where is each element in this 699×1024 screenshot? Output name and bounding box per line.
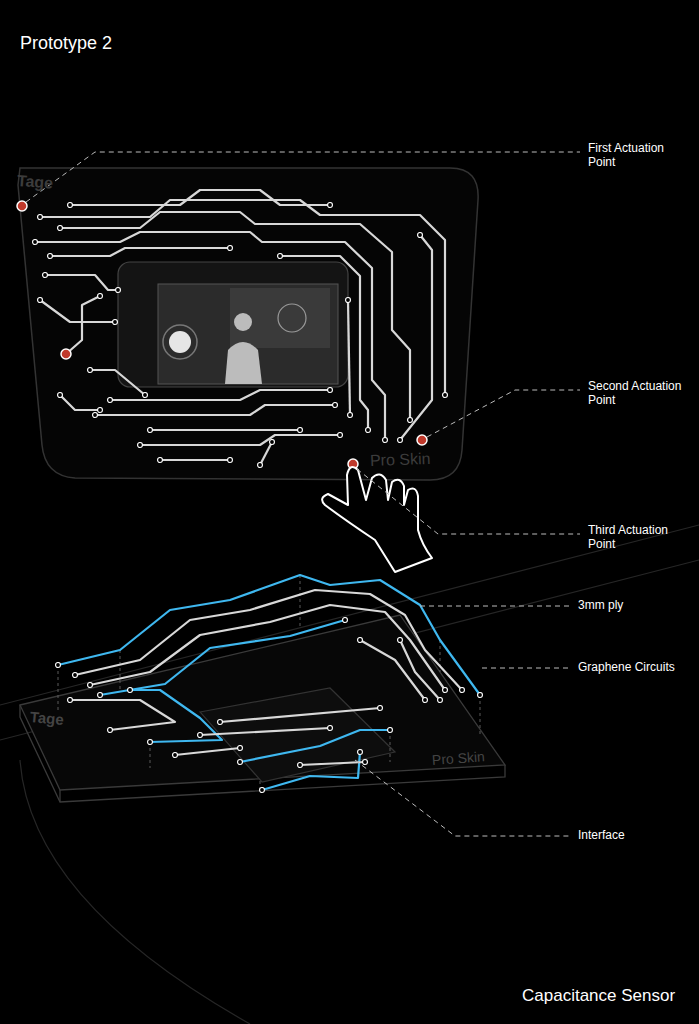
surface (20, 760, 250, 1024)
screen (163, 325, 197, 359)
leader-line (26, 152, 580, 836)
actuation-point (17, 201, 27, 211)
screen (230, 288, 330, 348)
graphene-trace (58, 575, 480, 695)
drop-line (260, 778, 261, 790)
graphene-trace (90, 605, 445, 690)
hand-outline (322, 467, 432, 572)
brand-mark: Pro Skin (431, 748, 485, 768)
leader-line (355, 760, 570, 836)
circuit-trace (260, 442, 272, 465)
ply-plate (20, 615, 505, 802)
graphene-trace (262, 752, 360, 790)
brand-mark: Pro Skin (370, 450, 431, 470)
brand-mark: Tage (16, 172, 53, 193)
graphene-trace (200, 728, 330, 735)
graphene-trace (300, 762, 365, 765)
title: Prototype 2 (20, 33, 112, 54)
drop-line (58, 665, 59, 712)
callout-label: Third Actuation Point (588, 524, 692, 552)
leader-line (26, 152, 580, 202)
caption: Capacitance Sensor (522, 986, 675, 1006)
drop-line (150, 742, 151, 768)
circuit-trace (45, 275, 118, 290)
surface (0, 525, 699, 1024)
circuit-trace (140, 435, 340, 445)
circuit-trace (50, 248, 230, 256)
circuit-trace (35, 232, 385, 440)
graphene-trace (220, 708, 380, 722)
actuation-point (61, 349, 71, 359)
callout-label: Interface (578, 829, 693, 843)
circuit-trace (60, 395, 100, 410)
screen (118, 262, 348, 387)
graphene-trace (240, 730, 390, 762)
drop-line (480, 695, 481, 735)
circuit-trace (400, 235, 432, 440)
screen (278, 304, 306, 332)
actuation-point (17, 201, 427, 469)
circuit-trace (66, 296, 100, 354)
drop-line (390, 730, 391, 762)
drop-line (300, 575, 301, 628)
drop-line (120, 650, 121, 690)
graphene-trace (175, 748, 240, 755)
circuit-trace (70, 190, 330, 205)
callout-label: Graphene Circuits (578, 661, 693, 675)
leader-line (420, 606, 570, 607)
ply-plate (59, 790, 60, 802)
graphene-trace (400, 640, 440, 700)
callout-label: 3mm ply (578, 599, 693, 613)
skin-plate (18, 168, 478, 480)
ply-plate (20, 615, 505, 790)
actuation-point (417, 435, 427, 445)
screen (169, 331, 191, 353)
screen (118, 262, 348, 387)
circuit-trace (40, 300, 115, 322)
circuit-trace (160, 459, 230, 461)
graphene-trace (70, 700, 175, 730)
circuit-trace (90, 370, 145, 395)
drop-line (58, 575, 480, 790)
circuit-trace (60, 212, 410, 420)
circuit-trace (40, 200, 445, 395)
circuit-trace (95, 405, 335, 415)
leader-line (427, 390, 580, 437)
leader-line (482, 668, 570, 669)
screen (158, 284, 338, 384)
circuit-trace (35, 190, 445, 465)
circuit-trace (150, 429, 300, 431)
circuit-trace (348, 300, 350, 415)
callout-label: Second Actuation Point (588, 380, 692, 408)
brand-mark: Tage (29, 708, 64, 728)
screen (234, 313, 252, 331)
circuit-trace (110, 390, 330, 400)
screen (225, 342, 262, 384)
callout-label: First Actuation Point (588, 142, 692, 170)
leader-line (357, 469, 580, 534)
graphene-trace (100, 620, 345, 695)
graphene-trace (58, 575, 480, 790)
